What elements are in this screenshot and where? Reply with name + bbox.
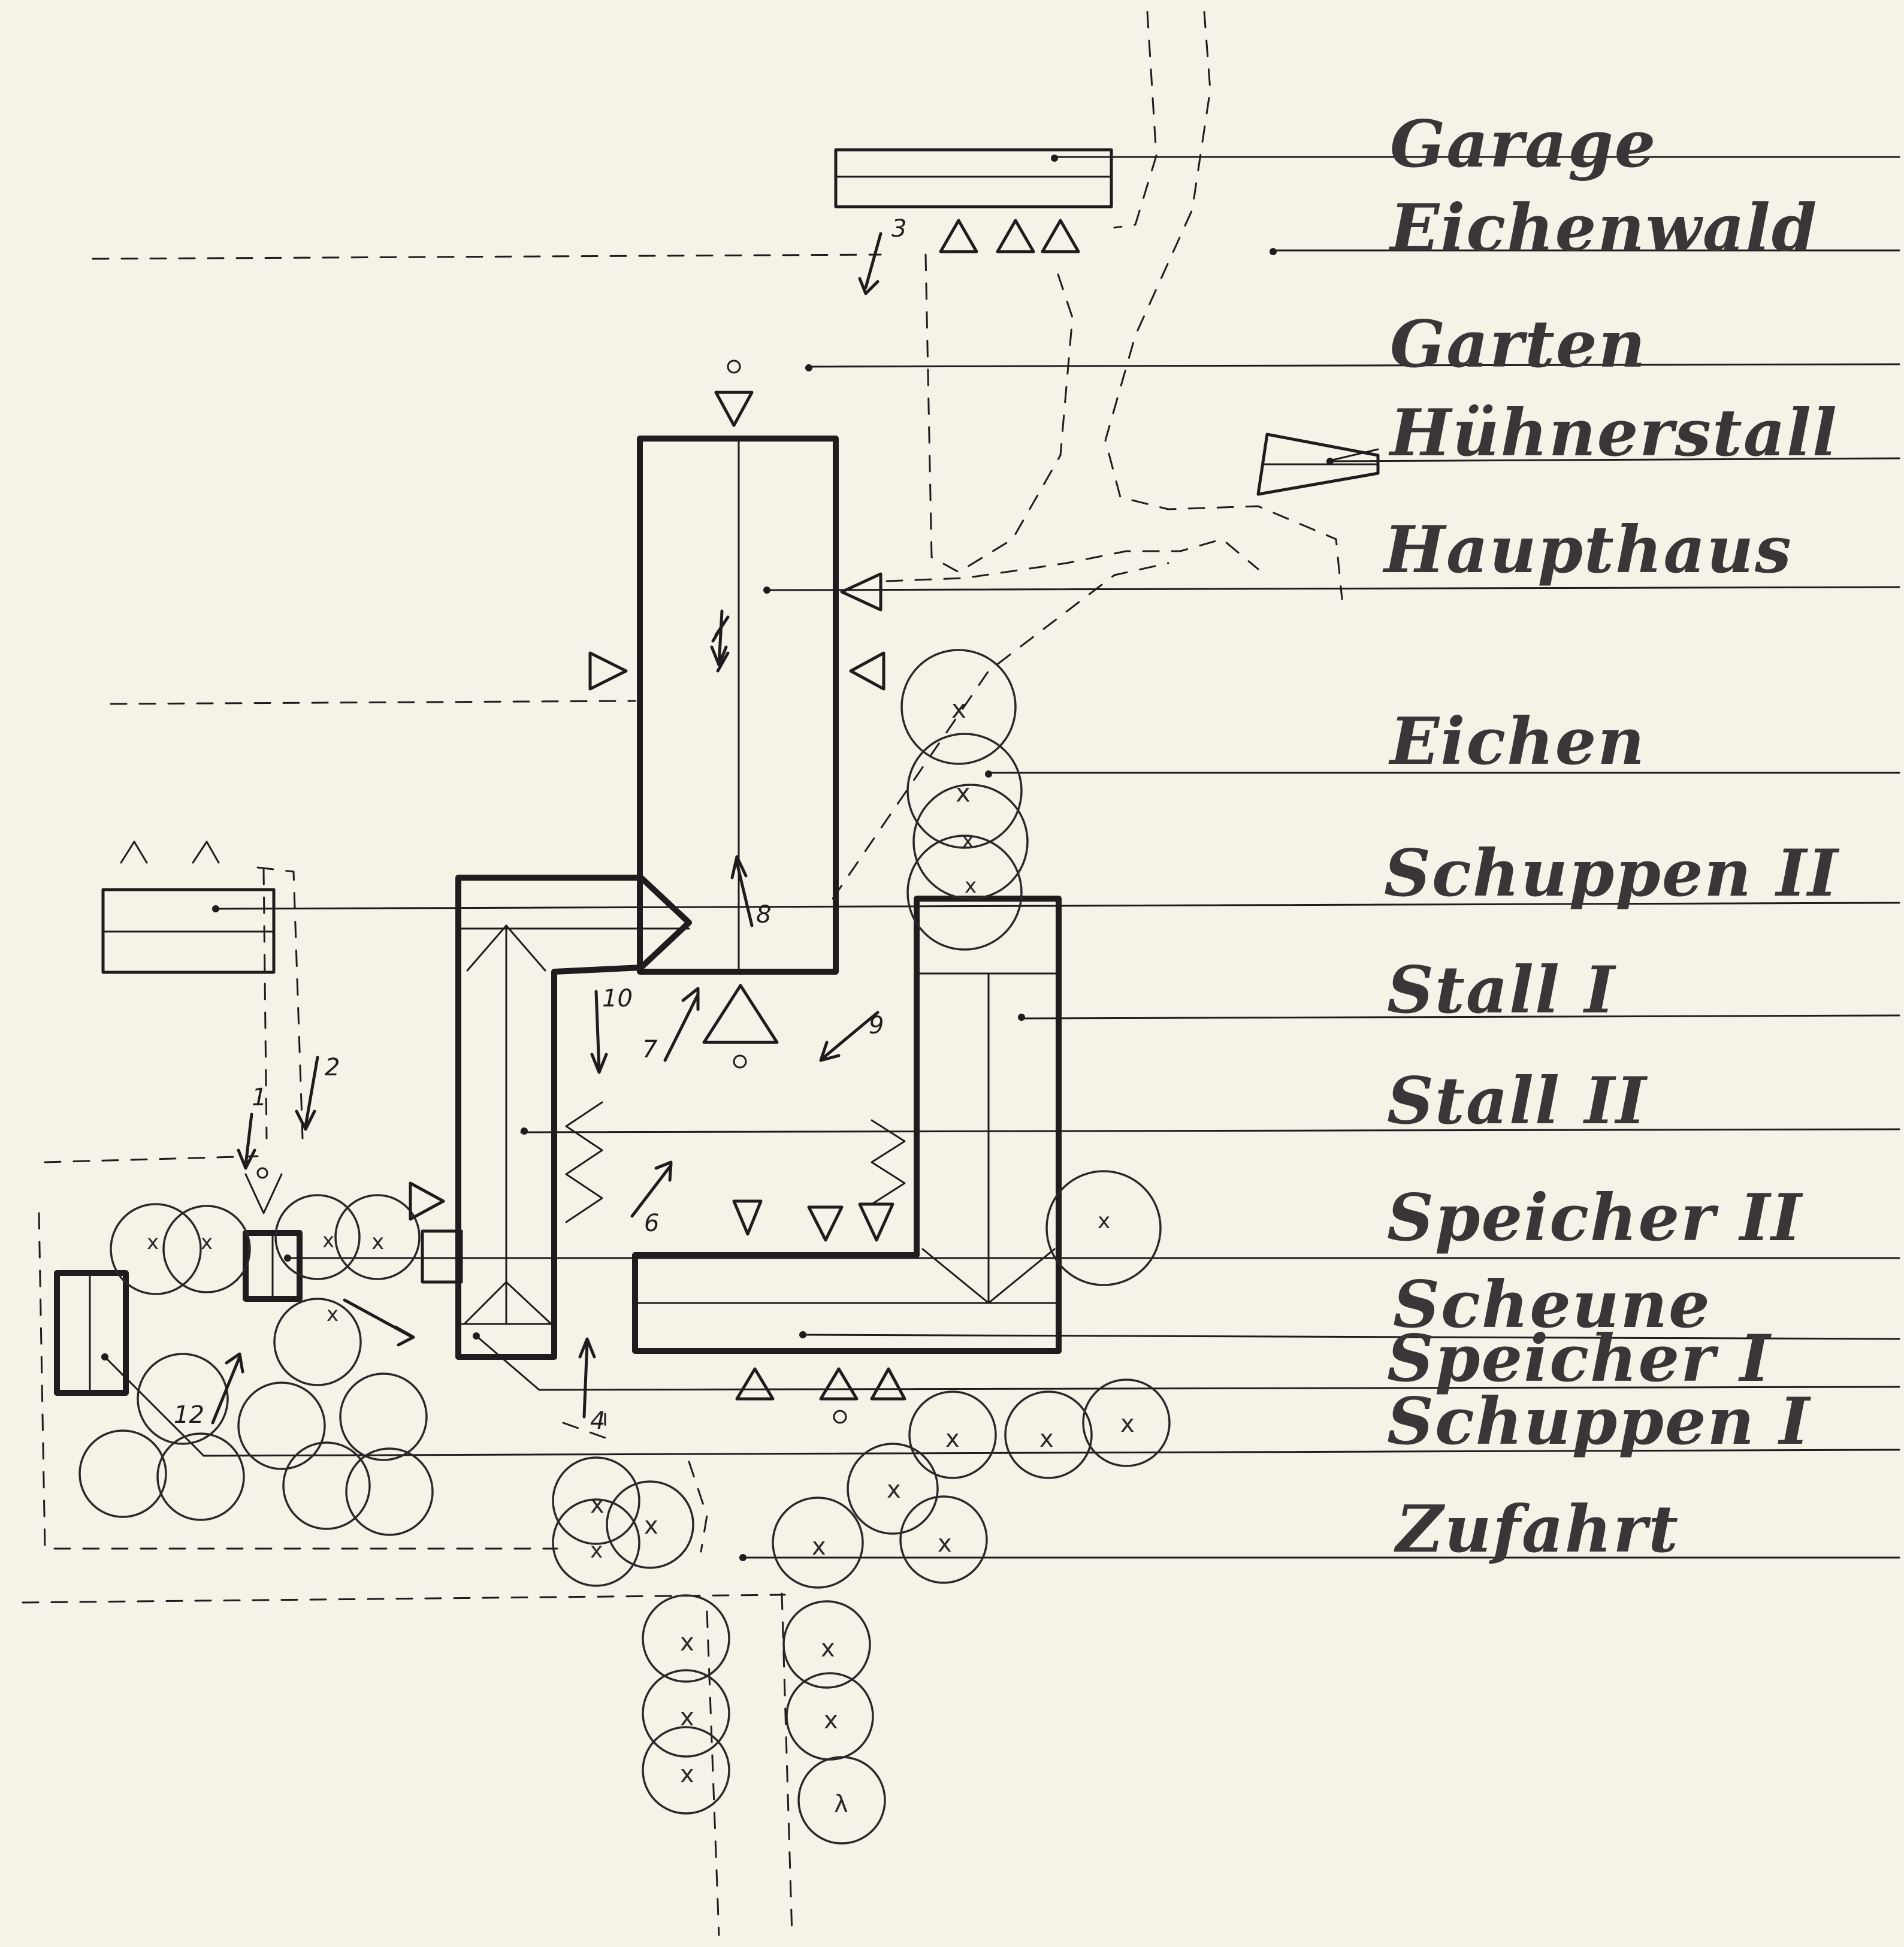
svg-text:x: x bbox=[371, 1230, 384, 1254]
viewpoint-number-1: 1 bbox=[252, 1084, 267, 1111]
small-circles bbox=[256, 359, 847, 1424]
viewpoint-number-8: 8 bbox=[756, 901, 771, 929]
svg-text:x: x bbox=[962, 829, 974, 853]
viewpoint-numbers: 1 2 3 4 6 7 8 9 10 12 bbox=[174, 215, 906, 1435]
legend-label-speicher-2: Speicher II bbox=[1387, 1180, 1803, 1256]
stall-1-building bbox=[455, 875, 692, 1360]
viewpoint-arrows bbox=[211, 232, 883, 1425]
oak-trees bbox=[78, 649, 1171, 1845]
svg-text:x: x bbox=[147, 1231, 159, 1254]
svg-text:x: x bbox=[812, 1533, 826, 1561]
svg-text:x: x bbox=[1039, 1425, 1054, 1453]
speicher-2-building bbox=[243, 1230, 303, 1302]
svg-text:x: x bbox=[322, 1229, 334, 1253]
legend-label-garage: Garage bbox=[1390, 107, 1657, 182]
viewpoint-number-3: 3 bbox=[891, 215, 906, 243]
svg-text:x: x bbox=[680, 1761, 694, 1788]
schuppen-2-building bbox=[101, 841, 276, 974]
legend-label-stall-1: Stall I bbox=[1387, 953, 1617, 1028]
legend-label-zufahrt: Zufahrt bbox=[1394, 1492, 1679, 1567]
svg-text:x: x bbox=[644, 1512, 658, 1540]
svg-text:x: x bbox=[821, 1635, 835, 1662]
legend-label-schuppen-2: Schuppen II bbox=[1384, 836, 1840, 911]
tree-crosses: x x x x x x x x x x x x x x x x x x x x … bbox=[147, 694, 1135, 1818]
svg-text:λ: λ bbox=[834, 1791, 848, 1818]
viewpoint-number-6: 6 bbox=[644, 1210, 659, 1237]
legend-label-haupthaus: Haupthaus bbox=[1382, 512, 1793, 588]
svg-text:x: x bbox=[201, 1231, 213, 1254]
zigzag-markers bbox=[565, 1101, 906, 1223]
svg-text:x: x bbox=[956, 778, 971, 808]
entrance-triangles bbox=[244, 219, 1080, 1401]
svg-text:x: x bbox=[887, 1476, 901, 1504]
viewpoint-number-7: 7 bbox=[642, 1036, 658, 1063]
annex-box bbox=[421, 1229, 463, 1284]
legend: Garage Eichenwald Garten Hühnerstall Hau… bbox=[1382, 107, 1840, 1567]
legend-label-stall-2: Stall II bbox=[1387, 1063, 1648, 1139]
svg-text:x: x bbox=[965, 874, 977, 898]
viewpoint-number-4: 4 bbox=[590, 1407, 605, 1435]
garage-building bbox=[834, 148, 1113, 208]
svg-text:x: x bbox=[938, 1530, 952, 1558]
svg-text:x: x bbox=[590, 1538, 603, 1563]
svg-text:x: x bbox=[327, 1302, 339, 1326]
legend-label-schuppen-1: Schuppen I bbox=[1387, 1384, 1812, 1459]
legend-label-eichenwald: Eichenwald bbox=[1388, 191, 1818, 266]
svg-text:x: x bbox=[680, 1704, 694, 1731]
stall-2-building bbox=[632, 896, 1062, 1354]
svg-text:x: x bbox=[951, 694, 966, 724]
huehnerstall-building bbox=[1256, 433, 1380, 496]
svg-text:x: x bbox=[1120, 1410, 1135, 1438]
svg-text:x: x bbox=[590, 1491, 605, 1519]
viewpoint-number-10: 10 bbox=[602, 985, 633, 1012]
legend-label-garten: Garten bbox=[1390, 307, 1646, 382]
haupthaus-building bbox=[637, 436, 839, 975]
viewpoint-number-2: 2 bbox=[325, 1054, 340, 1081]
legend-label-huehnerstall: Hühnerstall bbox=[1388, 395, 1838, 471]
legend-label-scheune: Scheune bbox=[1393, 1267, 1711, 1343]
legend-label-eichen: Eichen bbox=[1388, 704, 1646, 779]
speicher-1-building bbox=[54, 1270, 129, 1396]
svg-text:x: x bbox=[945, 1425, 960, 1453]
svg-text:x: x bbox=[824, 1707, 838, 1734]
viewpoint-number-12: 12 bbox=[174, 1401, 204, 1429]
viewpoint-number-9: 9 bbox=[869, 1012, 884, 1039]
svg-text:x: x bbox=[1098, 1209, 1110, 1233]
svg-text:x: x bbox=[680, 1629, 694, 1656]
legend-label-speicher-1: Speicher I bbox=[1387, 1321, 1772, 1396]
